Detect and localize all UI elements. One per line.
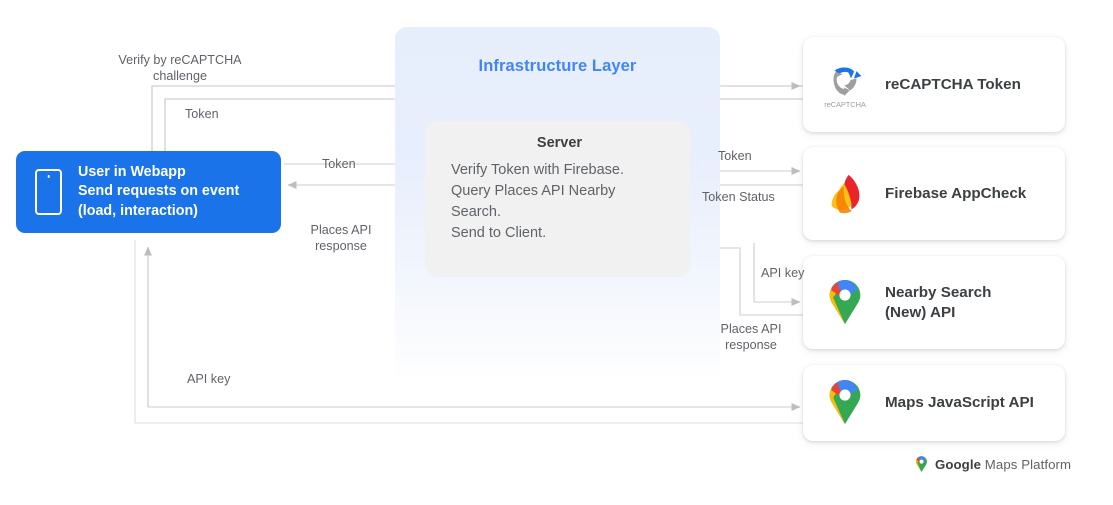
infrastructure-layer-title: Infrastructure Layer — [478, 57, 637, 75]
google-maps-platform-wordmark: Google Maps Platform — [935, 457, 1071, 472]
connector-label-token-to-server: Token — [322, 157, 356, 171]
connector-label-verify-recaptcha: Verify by reCAPTCHA challenge — [118, 53, 242, 83]
service-card-maps-javascript-label: Maps JavaScript API — [885, 394, 1034, 411]
google-maps-platform-footer: Google Maps Platform — [915, 456, 1071, 473]
footer-brand: Google — [935, 457, 982, 472]
server-node: Server Verify Token with Firebase. Query… — [425, 121, 690, 277]
connector-label-places-api-response-left: Places API response — [310, 223, 372, 253]
connector-label-places-api-response-right: Places API response — [720, 322, 782, 352]
google-maps-pin-icon — [916, 456, 927, 473]
connector-label-token-down: Token — [185, 107, 219, 121]
service-card-maps-javascript: Maps JavaScript API — [803, 365, 1065, 441]
firebase-flame-icon — [831, 174, 860, 213]
maps-pin-logo-wrap-2 — [823, 380, 867, 426]
user-webapp-node: User in Webapp Send requests on event (l… — [16, 151, 281, 233]
server-title: Server — [536, 135, 583, 151]
user-webapp-label: User in Webapp Send requests on event (l… — [78, 163, 240, 219]
google-maps-pin-icon — [829, 380, 861, 425]
service-card-recaptcha: reCAPTCHA reCAPTCHA Token — [803, 37, 1065, 132]
service-card-nearby-search-label: Nearby Search (New) API — [885, 283, 992, 321]
service-card-nearby-search: Nearby Search (New) API — [803, 256, 1065, 349]
firebase-logo-wrap — [823, 174, 867, 214]
service-card-firebase: Firebase AppCheck — [803, 147, 1065, 240]
service-card-recaptcha-label: reCAPTCHA Token — [885, 75, 1021, 93]
connector-label-token-to-firebase: Token — [718, 149, 752, 163]
connector-label-token-status: Token Status — [702, 190, 775, 204]
maps-pin-logo-wrap-1 — [823, 279, 867, 326]
google-maps-pin-icon — [829, 279, 861, 324]
phone-icon — [35, 169, 62, 215]
recaptcha-wordmark: reCAPTCHA — [824, 100, 866, 109]
server-description: Verify Token with Firebase. Query Places… — [451, 162, 625, 241]
recaptcha-logo-icon — [833, 67, 862, 97]
connector-label-api-key-bottom: API key — [187, 372, 231, 386]
service-card-firebase-label: Firebase AppCheck — [885, 184, 1027, 202]
footer-suffix: Maps Platform — [981, 457, 1072, 472]
connector-label-api-key-nearby: API key — [761, 266, 805, 280]
recaptcha-logo-wrap: reCAPTCHA — [823, 60, 867, 109]
